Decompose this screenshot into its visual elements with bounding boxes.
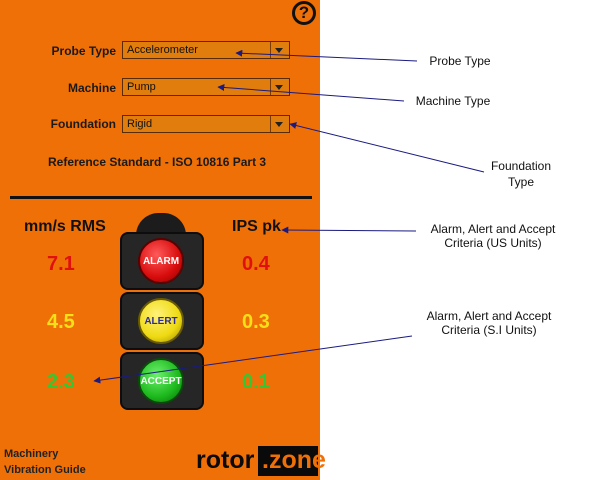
annotation-machine-type: Machine Type	[415, 94, 491, 108]
foundation-value: Rigid	[127, 118, 153, 130]
app-name-line1: Machinery	[4, 448, 59, 460]
logo-text-rotor: rotor	[196, 446, 255, 474]
accept-lamp: ACCEPT	[138, 358, 184, 404]
annotation-si-line2: Criteria (S.I Units)	[441, 323, 537, 337]
alert-value-ips: 0.3	[242, 311, 270, 333]
reference-standard: Reference Standard - ISO 10816 Part 3	[48, 155, 267, 169]
probe-type-select[interactable]: Accelerometer	[122, 41, 290, 59]
logo-box	[258, 446, 318, 476]
accept-value-ips: 0.1	[242, 371, 270, 393]
us-units-connector	[281, 226, 417, 234]
app-name: Machinery Vibration Guide	[4, 446, 86, 478]
foundation-label: Foundation	[50, 117, 116, 131]
control-panel: ? Probe Type Accelerometer Machine Pump …	[0, 0, 326, 480]
annotation-foundation-type: Foundation Type	[486, 159, 556, 189]
logo-dot: .	[262, 446, 269, 474]
alarm-value-mms: 7.1	[47, 253, 75, 275]
annotation-si-units: Alarm, Alert and Accept Criteria (S.I Un…	[404, 309, 574, 337]
chevron-down-icon[interactable]	[270, 42, 289, 58]
machine-label: Machine	[67, 81, 116, 95]
chevron-down-icon[interactable]	[270, 79, 289, 95]
annotation-foundation-line1: Foundation	[490, 159, 552, 173]
probe-type-connector	[235, 49, 418, 62]
alarm-value-ips: 0.4	[242, 253, 270, 275]
machine-value: Pump	[127, 81, 156, 93]
unit-mms-rms-heading: mm/s RMS	[24, 218, 106, 235]
logo-text-zone: .zone	[262, 446, 326, 475]
si-units-connector	[93, 335, 413, 384]
alert-value-mms: 4.5	[47, 311, 75, 333]
unit-ips-pk-heading: IPS pk	[232, 218, 281, 235]
foundation-type-connector	[289, 122, 485, 173]
machine-select[interactable]: Pump	[122, 78, 290, 96]
logo-zone-word: zone	[268, 446, 326, 474]
divider	[10, 196, 312, 199]
foundation-select[interactable]: Rigid	[122, 115, 290, 133]
annotation-probe-type: Probe Type	[429, 54, 491, 68]
annotation-us-line1: Alarm, Alert and Accept	[430, 222, 556, 236]
probe-type-label: Probe Type	[51, 44, 116, 58]
annotation-foundation-line2: Type	[507, 175, 534, 189]
probe-type-value: Accelerometer	[127, 44, 198, 56]
annotation-us-line2: Criteria (US Units)	[444, 236, 542, 250]
accept-value-mms: 2.3	[47, 371, 75, 393]
alarm-lamp: ALARM	[138, 238, 184, 284]
help-icon[interactable]: ?	[292, 1, 316, 25]
alert-lamp: ALERT	[138, 298, 184, 344]
annotation-us-units: Alarm, Alert and Accept Criteria (US Uni…	[408, 222, 578, 250]
app-name-line2: Vibration Guide	[4, 464, 86, 476]
machine-type-connector	[217, 83, 405, 102]
chevron-down-icon[interactable]	[270, 116, 289, 132]
annotation-si-line1: Alarm, Alert and Accept	[426, 309, 552, 323]
